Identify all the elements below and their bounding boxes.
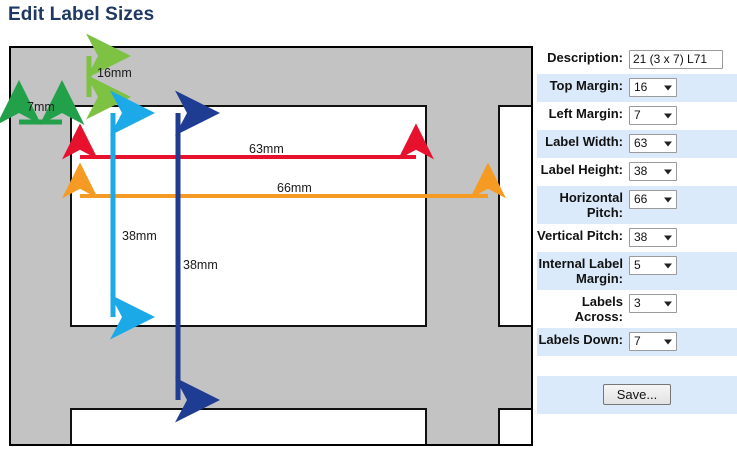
- field-wrap-labels-across: 3: [629, 294, 737, 313]
- label-rect-row1-col1: [70, 105, 427, 327]
- form-row-labels-across: Labels Across: 3: [537, 290, 737, 328]
- form-row-description: Description: 21 (3 x 7) L71: [537, 46, 737, 74]
- vertical-pitch-selected-value: 38: [634, 230, 648, 244]
- field-wrap-horizontal-pitch: 66: [629, 190, 737, 209]
- save-row: Save...: [537, 376, 737, 414]
- field-wrap-vertical-pitch: 38: [629, 228, 737, 247]
- label-labels-across: Labels Across:: [574, 294, 623, 324]
- chevron-down-icon: [664, 85, 672, 90]
- labels-across-select[interactable]: 3: [629, 294, 677, 313]
- label-internal-label-margin: Internal Label Margin:: [538, 256, 623, 286]
- chevron-down-icon: [664, 113, 672, 118]
- horizontal-pitch-select[interactable]: 66: [629, 190, 677, 209]
- left-margin-dimension-label: 7mm: [27, 100, 55, 114]
- label-horizontal-pitch: Horizontal Pitch:: [559, 190, 623, 220]
- field-wrap-description: 21 (3 x 7) L71: [629, 50, 737, 69]
- label-height-dimension-label: 38mm: [122, 229, 157, 243]
- label-vertical-pitch: Vertical Pitch:: [537, 228, 623, 243]
- left-margin-selected-value: 7: [634, 108, 641, 122]
- top-margin-select[interactable]: 16: [629, 78, 677, 97]
- internal-label-margin-select[interactable]: 5: [629, 256, 677, 275]
- label-height-selected-value: 38: [634, 164, 648, 178]
- form-row-horizontal-pitch: Horizontal Pitch: 66: [537, 186, 737, 224]
- label-rect-row2-col1: [70, 408, 427, 444]
- field-wrap-label-width: 63: [629, 134, 737, 153]
- field-wrap-left-margin: 7: [629, 106, 737, 125]
- labels-down-selected-value: 7: [634, 334, 641, 348]
- form-spacer: [537, 356, 737, 376]
- vertical-pitch-dimension-label: 38mm: [183, 258, 218, 272]
- horizontal-pitch-dimension-label: 66mm: [277, 181, 312, 195]
- form-row-left-margin: Left Margin: 7: [537, 102, 737, 130]
- form-row-labels-down: Labels Down: 7: [537, 328, 737, 356]
- label-left-margin: Left Margin:: [548, 106, 623, 121]
- label-rect-row1-col2: [498, 105, 531, 327]
- form-row-vertical-pitch: Vertical Pitch: 38: [537, 224, 737, 252]
- top-margin-selected-value: 16: [634, 80, 648, 94]
- label-label-width: Label Width:: [545, 134, 623, 149]
- chevron-down-icon: [664, 141, 672, 146]
- labels-down-select[interactable]: 7: [629, 332, 677, 351]
- description-input[interactable]: 21 (3 x 7) L71: [629, 50, 723, 69]
- chevron-down-icon: [664, 235, 672, 240]
- form-row-top-margin: Top Margin: 16: [537, 74, 737, 102]
- horizontal-pitch-selected-value: 66: [634, 192, 648, 206]
- form-row-label-width: Label Width: 63: [537, 130, 737, 158]
- label-rect-row2-col2: [498, 408, 531, 444]
- chevron-down-icon: [664, 301, 672, 306]
- chevron-down-icon: [664, 169, 672, 174]
- vertical-pitch-select[interactable]: 38: [629, 228, 677, 247]
- field-wrap-internal-label-margin: 5: [629, 256, 737, 275]
- save-button[interactable]: Save...: [602, 384, 672, 405]
- chevron-down-icon: [664, 339, 672, 344]
- field-wrap-labels-down: 7: [629, 332, 737, 351]
- chevron-down-icon: [664, 263, 672, 268]
- label-width-dimension-label: 63mm: [249, 142, 284, 156]
- label-width-selected-value: 63: [634, 136, 648, 150]
- label-sheet-diagram: [9, 46, 533, 446]
- top-margin-dimension-label: 16mm: [97, 66, 132, 80]
- label-labels-down: Labels Down:: [538, 332, 623, 347]
- label-label-height: Label Height:: [540, 162, 623, 177]
- chevron-down-icon: [664, 197, 672, 202]
- field-wrap-top-margin: 16: [629, 78, 737, 97]
- page-title: Edit Label Sizes: [8, 4, 155, 25]
- form-row-internal-label-margin: Internal Label Margin: 5: [537, 252, 737, 290]
- field-wrap-label-height: 38: [629, 162, 737, 181]
- form-row-label-height: Label Height: 38: [537, 158, 737, 186]
- label-width-select[interactable]: 63: [629, 134, 677, 153]
- label-height-select[interactable]: 38: [629, 162, 677, 181]
- labels-across-selected-value: 3: [634, 296, 641, 310]
- left-margin-select[interactable]: 7: [629, 106, 677, 125]
- internal-label-margin-selected-value: 5: [634, 258, 641, 272]
- label-description: Description:: [547, 50, 623, 65]
- label-top-margin: Top Margin:: [549, 78, 623, 93]
